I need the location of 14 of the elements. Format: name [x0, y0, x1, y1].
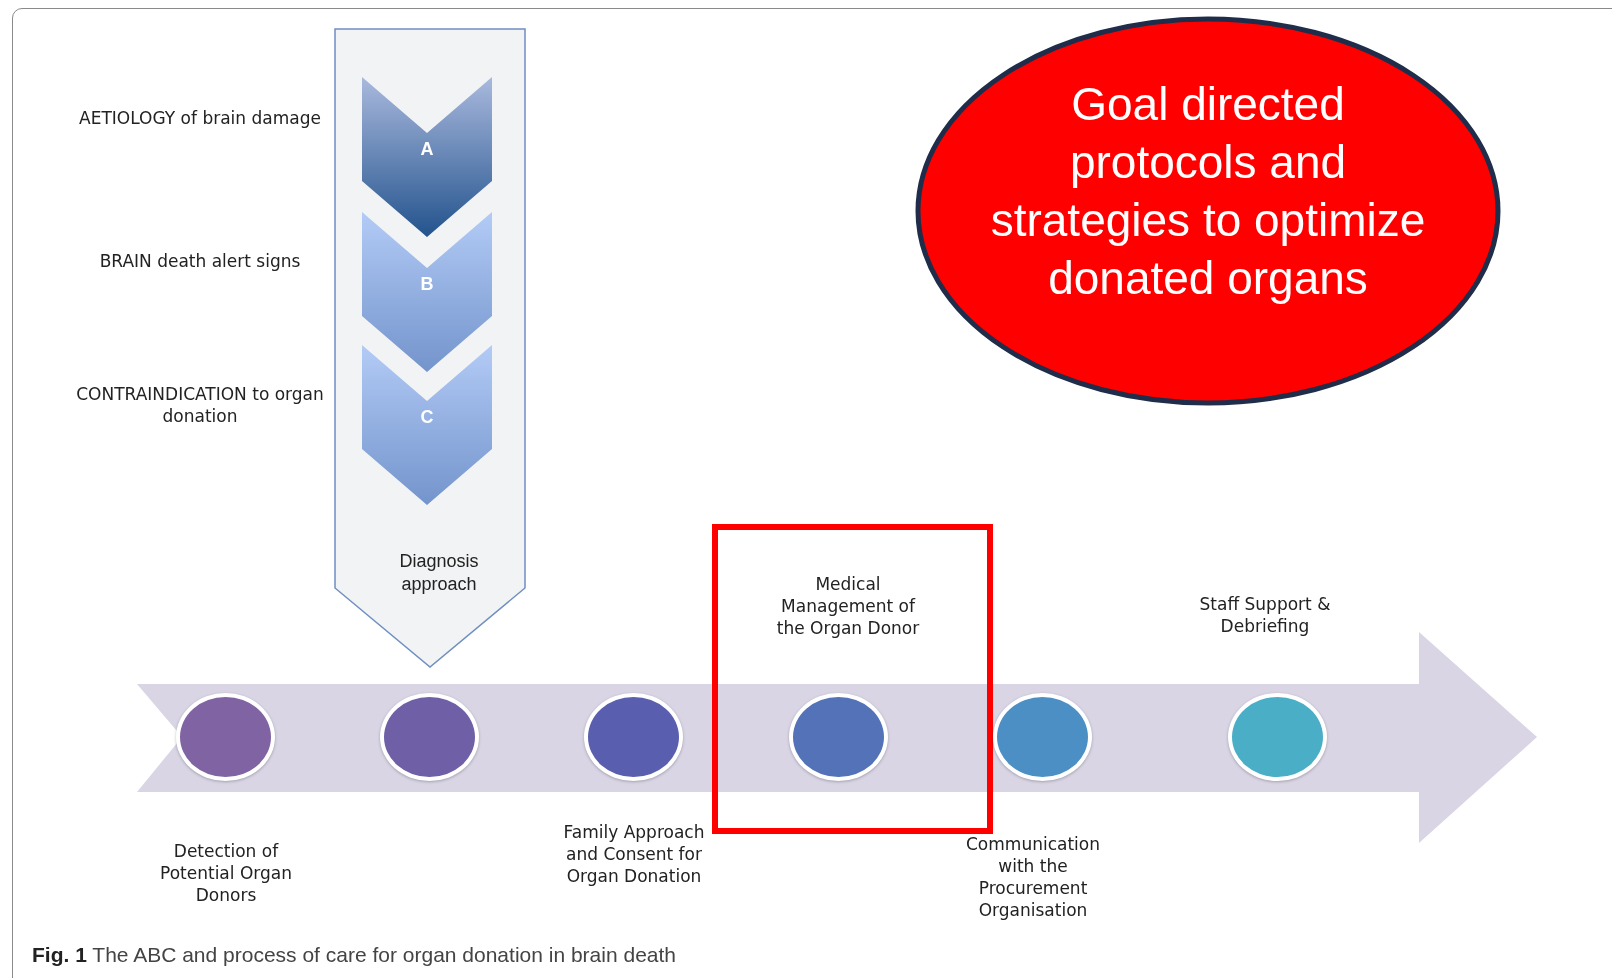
step-letter: B [419, 274, 435, 296]
step-label: Detection of Potential Organ Donors [159, 840, 293, 907]
step-label: Communication with the Procurement Organisation [965, 833, 1101, 922]
step-label: Medical Management of the Organ Donor [775, 573, 921, 640]
step-label: AETIOLOGY of brain damage [78, 107, 322, 130]
step-letter: A [419, 139, 435, 161]
figure-caption: Fig. 1 The ABC and process of care for organ donation in brain death [32, 943, 676, 967]
shape-text: Diagnosis approach [398, 550, 480, 597]
step-letter: C [419, 407, 435, 429]
step-label: CONTRAINDICATION to organ donation [75, 383, 325, 428]
step-label: BRAIN death alert signs [98, 250, 302, 273]
step-label: Staff Support & Debriefing [1198, 593, 1332, 638]
step-label: Family Approach and Consent for Organ Donation [562, 821, 706, 888]
shape-text: Goal directed protocols and strategies to optimize donated organs [989, 77, 1427, 306]
